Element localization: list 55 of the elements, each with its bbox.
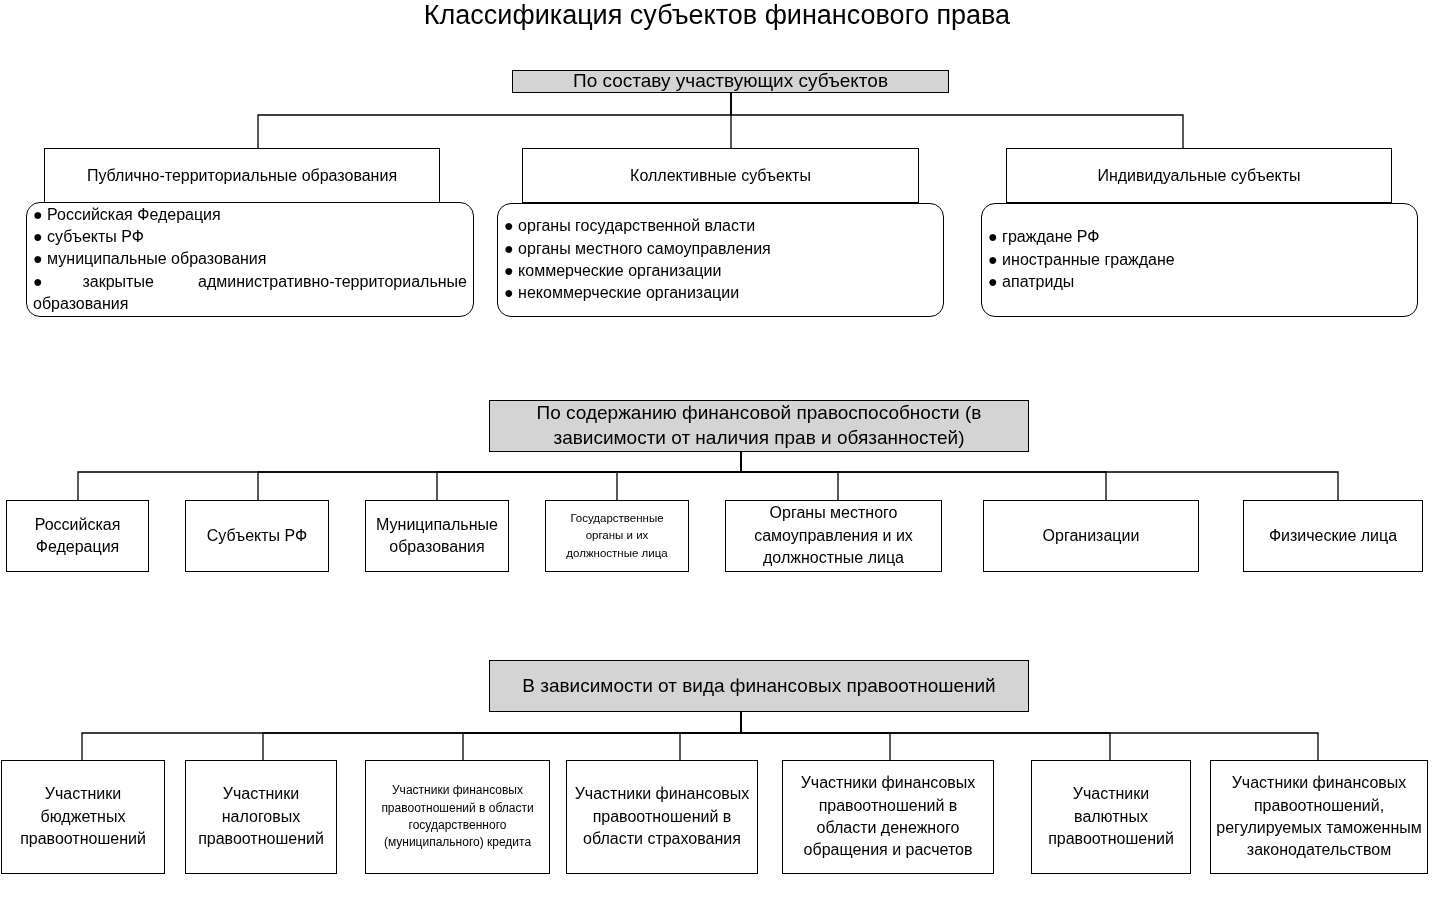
- class-box: [1210, 760, 1428, 874]
- list-box: [26, 202, 474, 317]
- list-box: [497, 203, 944, 317]
- category-box: [512, 70, 949, 93]
- box-label: Публично-территориальные образования: [86, 165, 398, 186]
- list-item: ● субъекты РФ: [33, 226, 145, 247]
- list-item: ● муниципальные образования: [33, 249, 268, 270]
- class-box: [1006, 148, 1392, 203]
- list-item: ● Российская Федерация: [33, 204, 222, 225]
- box-label: Органы местного самоуправления и их должностные лица: [753, 503, 914, 569]
- class-box: [365, 500, 509, 572]
- box-label: По содержанию финансовой правоспособности (в зависимости от наличия прав и обязанностей): [535, 401, 983, 450]
- box-label: В зависимости от вида финансовых правоотношений: [522, 673, 996, 698]
- class-box: [185, 760, 337, 874]
- box-label: Субъекты РФ: [206, 525, 308, 546]
- box-label: Физические лица: [1268, 525, 1398, 546]
- class-box: [1, 760, 165, 874]
- class-box: [1243, 500, 1423, 572]
- box-label: Участники финансовых правоотношений в области страхования: [573, 784, 751, 850]
- connector-line: [730, 92, 1184, 149]
- category-box: [489, 660, 1029, 712]
- class-box: [185, 500, 329, 572]
- list-item: ● граждане РФ: [988, 227, 1101, 248]
- class-box: [545, 500, 689, 572]
- list-item: ● некоммерческие организации: [504, 283, 741, 304]
- list-item: ● иностранные граждане: [988, 249, 1176, 270]
- class-box: [1031, 760, 1191, 874]
- category-box: [489, 400, 1029, 452]
- box-label: Участники финансовых правоотношений в области государственного (муниципального) кредита: [380, 782, 535, 852]
- box-label: Участники налоговых правоотношений: [197, 784, 325, 850]
- list-item: ● органы государственной власти: [504, 216, 757, 237]
- box-label: Участники бюджетных правоотношений: [19, 784, 147, 850]
- box-label: Государственные органы и их должностные лица: [565, 511, 669, 561]
- diagram-title: Классификация субъектов финансового права: [422, 0, 1012, 31]
- class-box: [6, 500, 149, 572]
- class-box: [782, 760, 994, 874]
- box-label: Участники валютных правоотношений: [1047, 784, 1175, 850]
- class-box: [725, 500, 942, 572]
- box-label: Организации: [1042, 525, 1140, 546]
- box-label: Участники финансовых правоотношений в области денежного обращения и расчетов: [799, 773, 977, 861]
- box-label: Индивидуальные субъекты: [1097, 165, 1301, 186]
- box-label: Коллективные субъекты: [630, 165, 811, 186]
- box-label: Участники финансовых правоотношений, регулируемых таможенным законодательством: [1215, 773, 1423, 861]
- box-label: По составу участвующих субъектов: [573, 71, 888, 92]
- box-label: Муниципальные образования: [375, 514, 499, 557]
- class-box: [522, 148, 919, 203]
- list-box: [981, 203, 1418, 317]
- class-box: [983, 500, 1199, 572]
- list-item: ● органы местного самоуправления: [504, 238, 772, 259]
- box-label: Российская Федерация: [33, 514, 122, 557]
- class-box: [365, 760, 550, 874]
- list-item: ● коммерческие организации: [504, 261, 723, 281]
- class-box: [44, 148, 440, 203]
- class-box: [566, 760, 758, 874]
- list-item: ● апатриды: [988, 272, 1076, 293]
